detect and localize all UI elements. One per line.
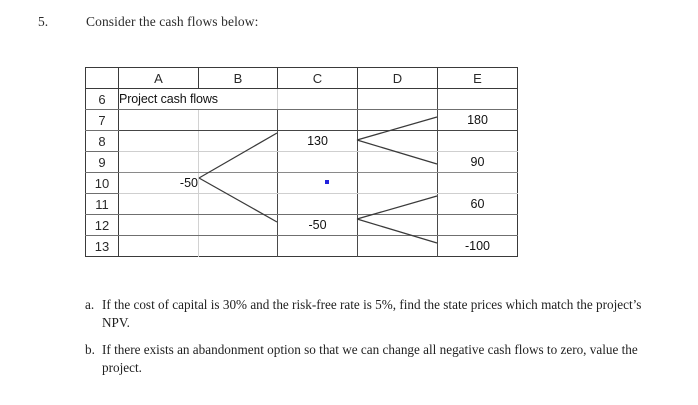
cell-e8[interactable] [437,130,518,152]
cell-e7[interactable]: 180 [437,109,518,131]
column-header-a[interactable]: A [118,67,199,89]
cell-d9[interactable] [357,151,438,173]
question-header: 5. Consider the cash flows below: [38,14,658,30]
cell-c11[interactable] [277,193,358,215]
row-header-9[interactable]: 9 [85,151,119,173]
cell-c6[interactable] [277,88,358,110]
cell-b10[interactable] [198,172,278,194]
sub-question-b: b. If there exists an abandonment option… [85,341,665,376]
column-header-b[interactable]: B [198,67,278,89]
cell-e10[interactable] [437,172,518,194]
cell-d6[interactable] [357,88,438,110]
cell-e9[interactable]: 90 [437,151,518,173]
cash-flow-spreadsheet: A B C D E 6 Project cash flows 7 180 8 1… [85,67,518,257]
cell-c13[interactable] [277,235,358,257]
cell-d8[interactable] [357,130,438,152]
cell-a8[interactable] [118,130,199,152]
sub-question-list: a. If the cost of capital is 30% and the… [85,296,665,386]
cell-b9[interactable] [198,151,278,173]
cell-a13[interactable] [118,235,199,257]
cell-d13[interactable] [357,235,438,257]
cell-b12[interactable] [198,214,278,236]
table-row: 12 -50 [85,214,518,236]
cell-c8[interactable]: 130 [277,130,358,152]
cell-e12[interactable] [437,214,518,236]
row-header-11[interactable]: 11 [85,193,119,215]
sheet-corner-cell[interactable] [85,67,119,89]
cell-a7[interactable] [118,109,199,131]
row-header-8[interactable]: 8 [85,130,119,152]
blue-marker-dot [325,180,329,184]
cell-e13[interactable]: -100 [464,239,491,253]
table-row: 8 130 [85,130,518,152]
cell-d7[interactable] [357,109,438,131]
cell-a10-root-value[interactable]: -50 [118,172,199,194]
cell-a9[interactable] [118,151,199,173]
column-header-c[interactable]: C [277,67,358,89]
table-row: 7 180 [85,109,518,131]
cell-a11[interactable] [118,193,199,215]
cell-c10[interactable] [277,172,358,194]
column-header-d[interactable]: D [357,67,438,89]
cell-e11[interactable]: 60 [437,193,518,215]
cell-b7[interactable] [198,109,278,131]
cell-b8[interactable] [198,130,278,152]
cell-c12[interactable]: -50 [277,214,358,236]
row-header-12[interactable]: 12 [85,214,119,236]
sub-question-a-text: If the cost of capital is 30% and the ri… [102,297,642,330]
question-prompt: Consider the cash flows below: [86,14,259,29]
table-row: 6 Project cash flows [85,88,518,110]
sub-question-b-marker: b. [85,342,95,358]
table-row: 9 90 [85,151,518,173]
column-header-e[interactable]: E [437,67,518,89]
cell-d11[interactable] [357,193,438,215]
column-header-row: A B C D E [85,67,518,89]
cell-e6[interactable] [437,88,518,110]
table-row: 11 60 [85,193,518,215]
cell-d12[interactable] [357,214,438,236]
cell-c7[interactable] [277,109,358,131]
row-header-13[interactable]: 13 [85,235,119,257]
row-header-6[interactable]: 6 [85,88,119,110]
sub-question-a-marker: a. [85,297,95,312]
table-row: 13 -100 [85,235,518,257]
question-number: 5. [38,14,49,29]
row-header-7[interactable]: 7 [85,109,119,131]
cell-a6-title[interactable]: Project cash flows [118,88,278,110]
table-row: 10 -50 [85,172,518,194]
cell-b13[interactable] [198,235,278,257]
cell-b11[interactable] [198,193,278,215]
sub-question-a: a. If the cost of capital is 30% and the… [85,296,665,331]
row-header-10[interactable]: 10 [85,172,119,194]
cell-a12[interactable] [118,214,199,236]
sub-question-b-text: If there exists an abandonment option so… [102,342,638,375]
cell-d10[interactable] [357,172,438,194]
cell-c9[interactable] [277,151,358,173]
